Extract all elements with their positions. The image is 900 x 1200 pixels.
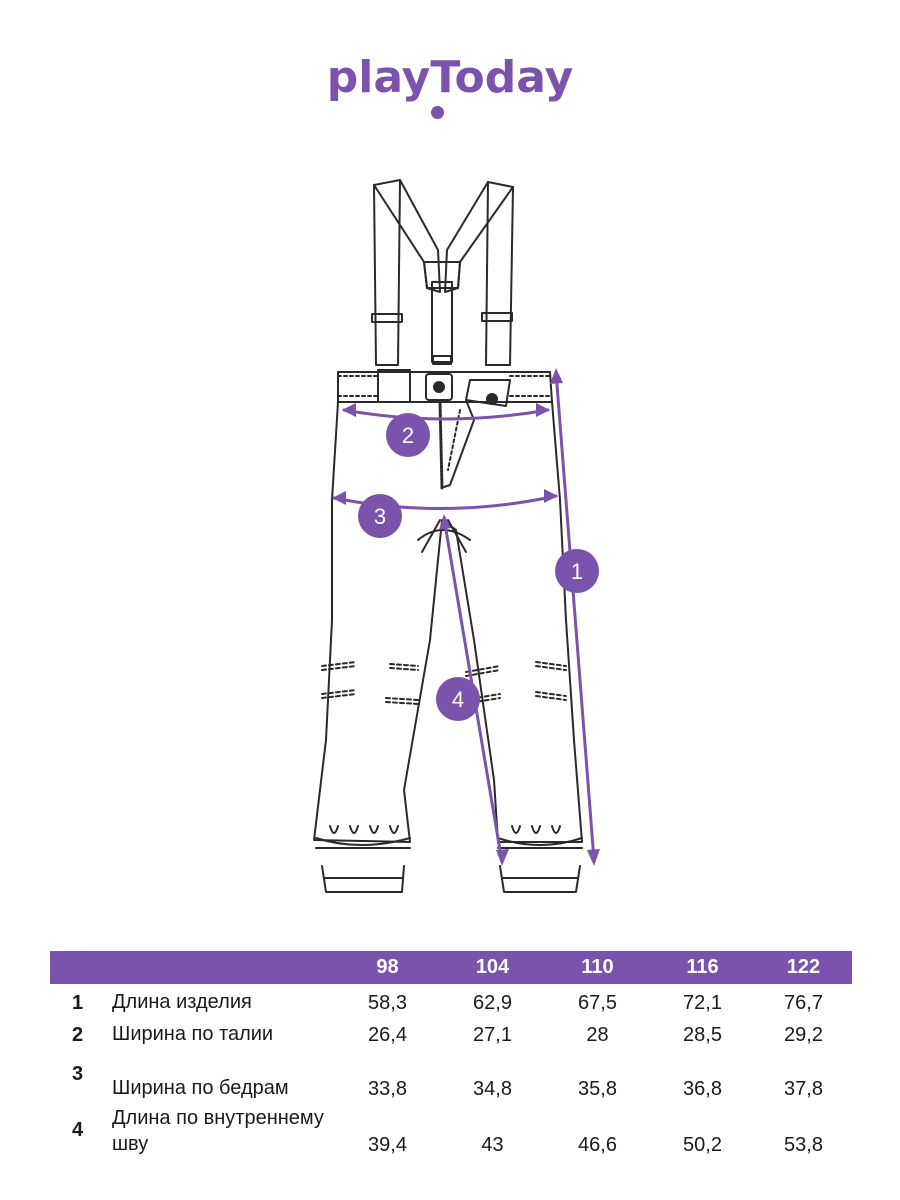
measure-line-2	[342, 408, 550, 421]
row-value: 26,4	[368, 1024, 407, 1046]
callout-badge-3: 3	[358, 494, 402, 538]
row-value: 43	[481, 1134, 504, 1156]
size-header: 104	[475, 956, 510, 978]
row-name: Длина по внутреннему шву	[112, 1107, 324, 1155]
size-header: 116	[686, 956, 719, 978]
callout-badge-4: 4	[436, 677, 480, 721]
overalls-technical-drawing: 2 3 1 4	[313, 179, 600, 893]
measure-line-1	[554, 370, 596, 862]
row-number: 2	[72, 1024, 84, 1046]
row-name: Ширина по бедрам	[112, 1077, 289, 1099]
table-row: 4 Длина по внутреннему шву 39,4 43 46,6 …	[50, 1104, 852, 1160]
row-value: 53,8	[784, 1134, 823, 1156]
row-value: 34,8	[473, 1078, 512, 1100]
callout-label-1: 1	[571, 559, 583, 584]
logo-dot	[431, 106, 444, 119]
row-value: 36,8	[683, 1078, 722, 1100]
row-value: 33,8	[368, 1078, 407, 1100]
table-row: 2 Ширина по талии 26,4 27,1 28 28,5 29,2	[50, 1016, 852, 1048]
row-number: 3	[72, 1063, 84, 1085]
callout-label-4: 4	[452, 687, 464, 712]
header-name	[110, 951, 335, 984]
row-value: 58,3	[368, 992, 407, 1014]
callout-label-3: 3	[374, 504, 386, 529]
row-value: 76,7	[784, 992, 823, 1014]
row-value: 28,5	[683, 1024, 722, 1046]
row-name: Длина изделия	[112, 991, 252, 1013]
row-value: 62,9	[473, 992, 512, 1014]
waistband	[337, 369, 553, 407]
table-row: 1 Длина изделия 58,3 62,9 67,5 72,1 76,7	[50, 984, 852, 1016]
size-header: 110	[581, 956, 614, 978]
row-value: 35,8	[578, 1078, 617, 1100]
size-header: 122	[786, 956, 821, 978]
row-value: 50,2	[683, 1134, 722, 1156]
callout-label-2: 2	[402, 423, 414, 448]
pants-body	[313, 401, 583, 893]
row-value: 46,6	[578, 1134, 617, 1156]
size-header: 98	[376, 956, 399, 978]
callout-badge-2: 2	[386, 413, 430, 457]
row-value: 39,4	[368, 1134, 407, 1156]
row-value: 72,1	[683, 992, 722, 1014]
table-row: 3 Ширина по бедрам 33,8 34,8 35,8 36,8 3…	[50, 1048, 852, 1104]
suspender-straps	[371, 179, 514, 366]
size-chart-table: 98 104 110 116 122 1 Длина изделия 58,3 …	[50, 951, 852, 1160]
logo-text: playToday	[326, 52, 574, 103]
row-value: 67,5	[578, 992, 617, 1014]
row-value: 37,8	[784, 1078, 823, 1100]
row-value: 27,1	[473, 1024, 512, 1046]
row-number: 4	[72, 1119, 84, 1141]
brand-logo: playToday	[0, 52, 900, 103]
row-name: Ширина по талии	[112, 1023, 274, 1045]
measurement-arrowheads	[332, 368, 600, 866]
zipper-fly	[438, 399, 475, 490]
row-number: 1	[72, 992, 84, 1014]
table-header-row: 98 104 110 116 122	[50, 951, 852, 984]
row-value: 29,2	[784, 1024, 823, 1046]
header-num	[50, 951, 110, 984]
callout-badge-1: 1	[555, 549, 599, 593]
row-value: 28	[586, 1024, 609, 1046]
measure-line-3	[332, 494, 558, 510]
